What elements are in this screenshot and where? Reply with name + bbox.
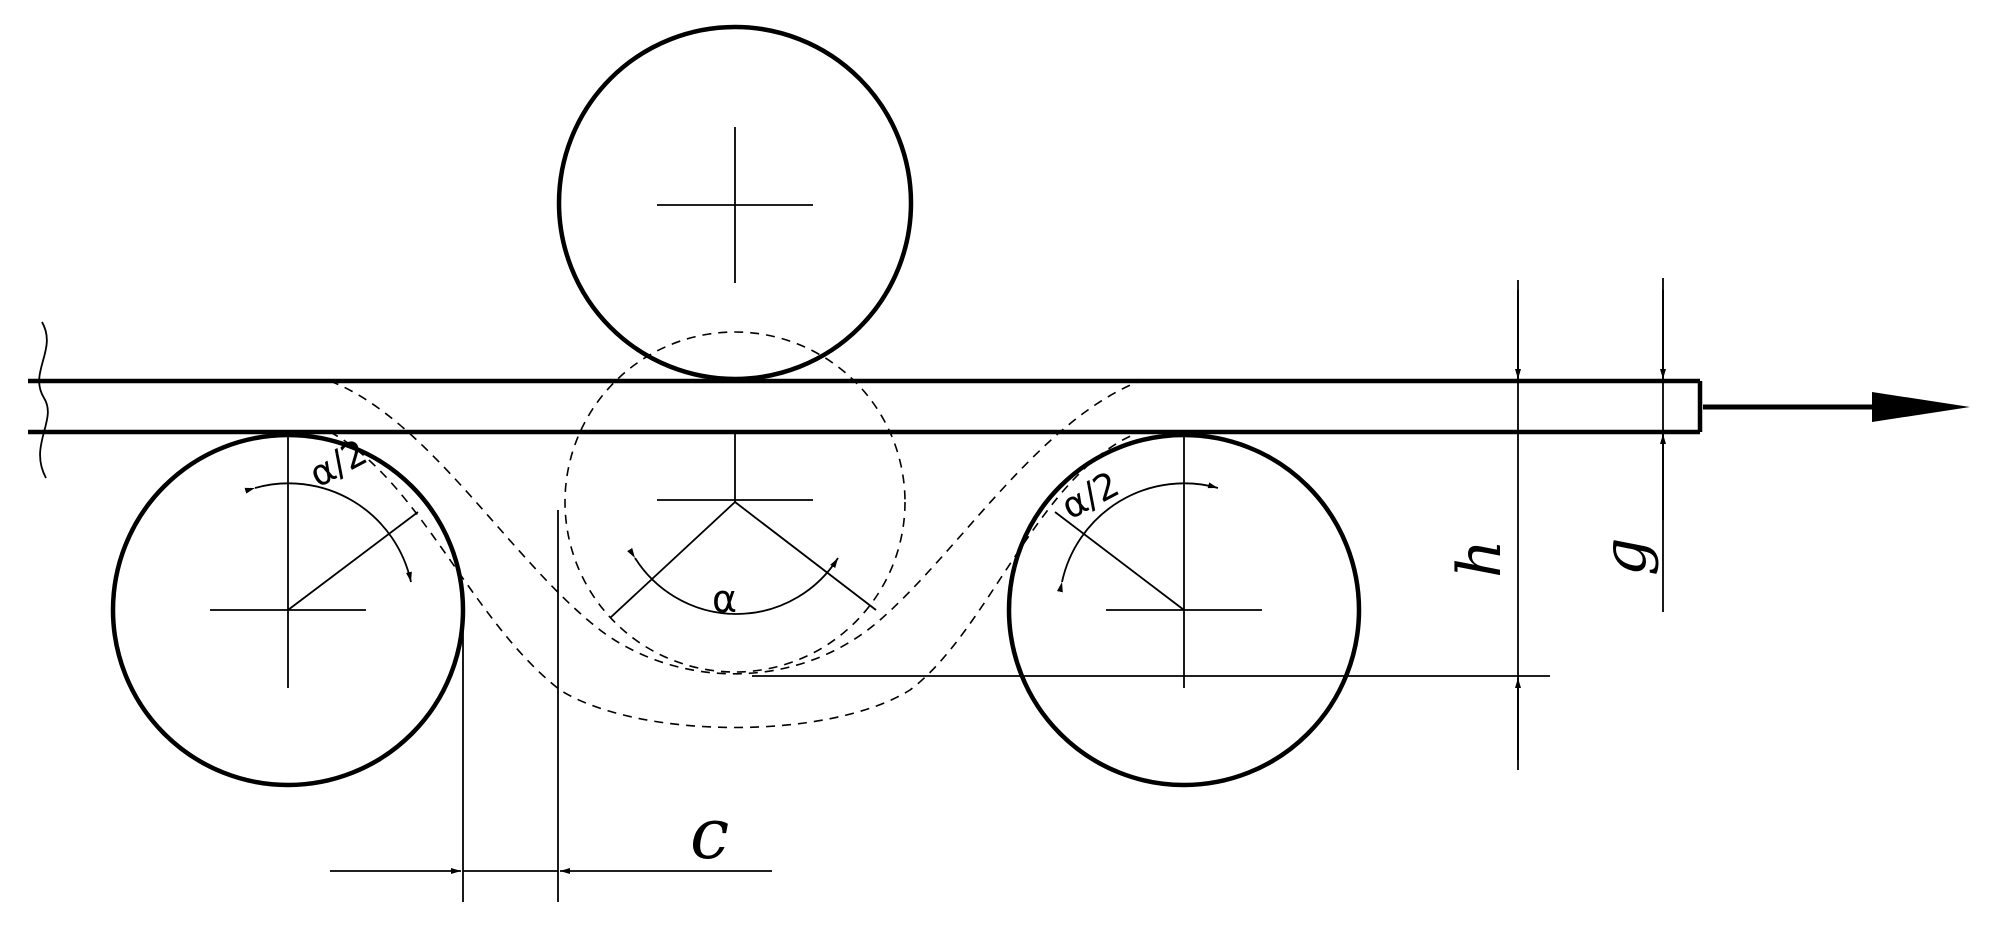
dimension-g: g xyxy=(1590,278,1666,612)
label-alpha: α xyxy=(712,577,737,621)
center-axes xyxy=(609,432,877,619)
label-alpha-half-right: α/2 xyxy=(1055,464,1126,528)
metal-strip xyxy=(28,321,1703,479)
dimension-h: h xyxy=(752,280,1550,770)
feed-direction-arrow xyxy=(1703,392,1970,422)
label-g: g xyxy=(1590,538,1660,576)
label-c: c xyxy=(690,793,729,875)
angle-alpha-center: α xyxy=(627,547,839,621)
middle-roller-lowered xyxy=(564,331,906,673)
angle-alpha-half-left: α/2 xyxy=(244,432,419,611)
label-h: h xyxy=(1445,539,1515,578)
top-roller xyxy=(556,24,914,382)
bent-profile-dashed xyxy=(329,331,1141,729)
dimension-c: c xyxy=(330,510,772,902)
angle-alpha-half-right: α/2 xyxy=(1054,464,1219,611)
